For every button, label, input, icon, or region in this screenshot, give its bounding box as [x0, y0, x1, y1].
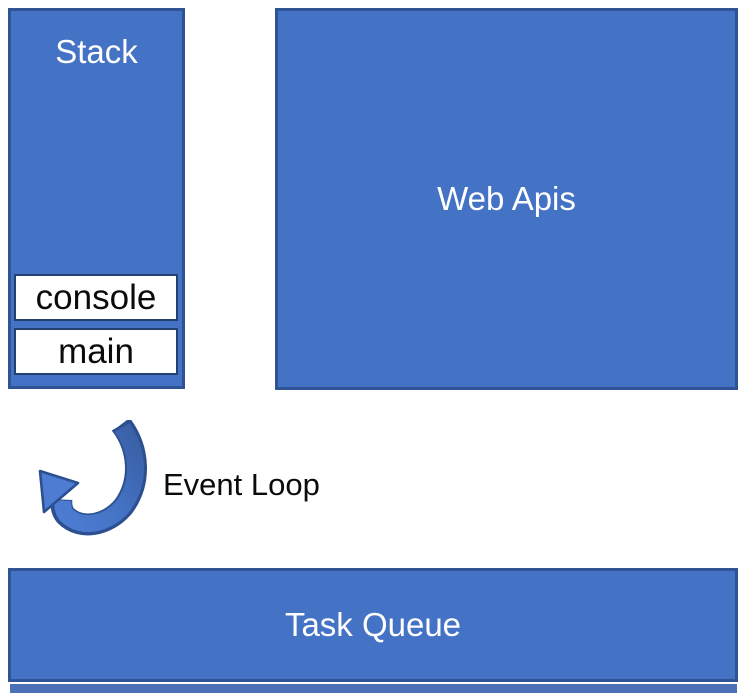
- stack-frame-main: main: [14, 328, 178, 375]
- task-queue-label: Task Queue: [284, 606, 462, 643]
- stack-frame-console: console: [14, 274, 178, 321]
- stack-frame-main-label: main: [58, 331, 134, 371]
- stack-box: Stack console main: [8, 8, 185, 389]
- curved-arrow-icon: [38, 420, 147, 536]
- event-loop-label: Event Loop: [163, 467, 320, 502]
- web-apis-label: Web Apis: [437, 180, 576, 217]
- web-apis-box: Web Apis: [275, 8, 738, 390]
- cropped-shape-bottom: [10, 684, 737, 693]
- stack-label: Stack: [55, 33, 138, 70]
- task-queue-box: Task Queue: [8, 568, 738, 682]
- stack-frame-console-label: console: [35, 277, 157, 317]
